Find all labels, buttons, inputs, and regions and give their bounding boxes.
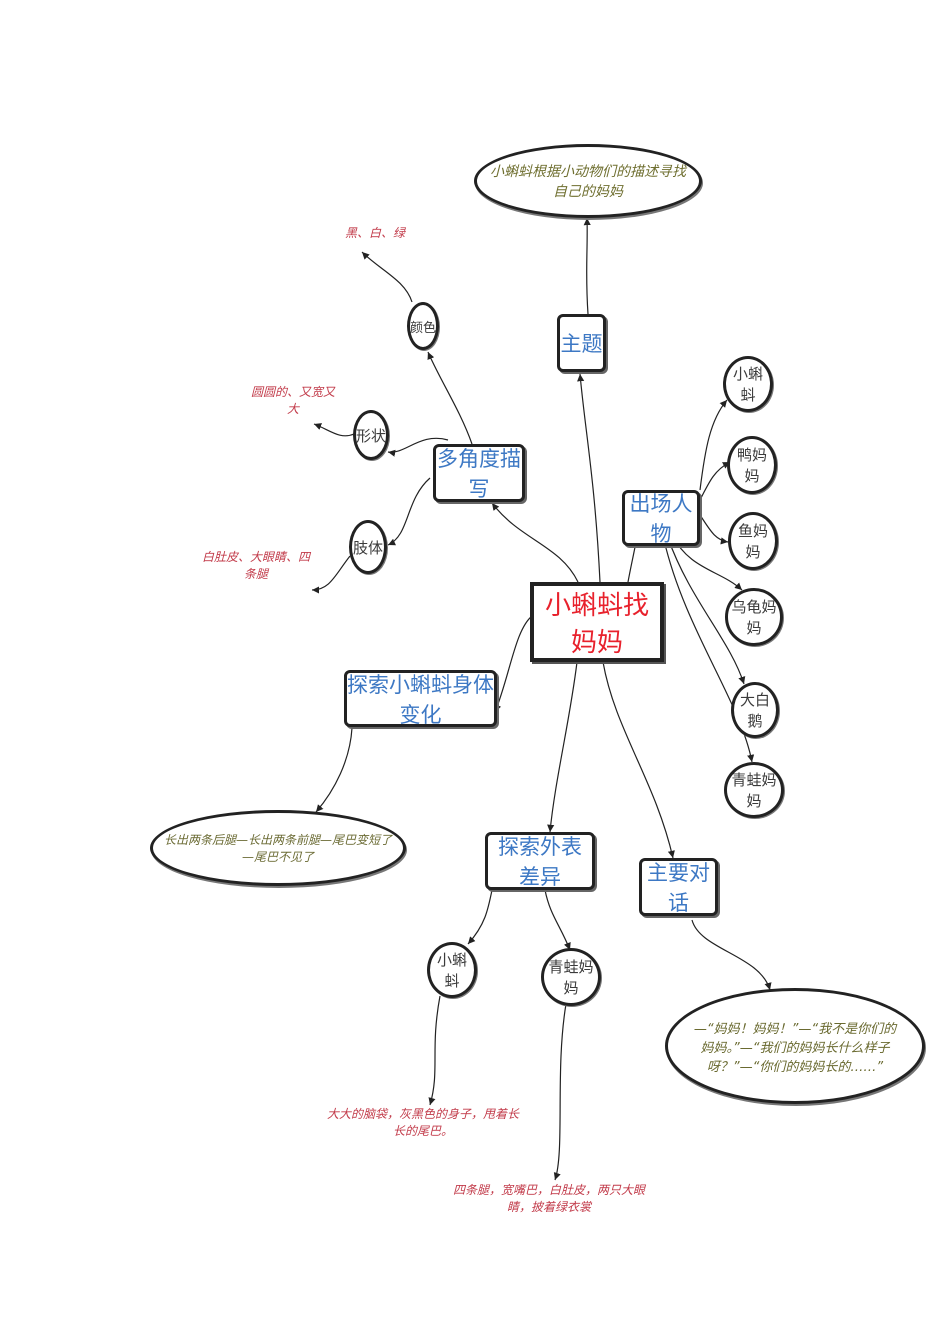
- branch-body-change[interactable]: 探索小蝌蚪身体变化: [344, 670, 497, 727]
- link-center-bodychange: [494, 615, 533, 713]
- link-char-3: [699, 514, 729, 545]
- link-frog-detail: [553, 1003, 567, 1181]
- link-center-dialogue: [602, 661, 675, 859]
- description-color[interactable]: 颜色: [407, 302, 439, 350]
- character-fish-mother[interactable]: 鱼妈妈: [728, 512, 778, 570]
- branch-characters[interactable]: 出场人物: [622, 490, 700, 546]
- branch-dialogue[interactable]: 主要对话: [639, 858, 718, 916]
- appearance-tadpole-detail: 大大的脑袋，灰黑色的身子，甩着长长的尾巴。: [325, 1102, 521, 1142]
- appearance-tadpole[interactable]: 小蝌蚪: [427, 942, 477, 998]
- dialogue-detail: —“妈妈！妈妈！”—“我不是你们的妈妈。”—“我们的妈妈长什么样子呀？”—“你们…: [665, 988, 925, 1104]
- link-appearance-tadpole: [467, 889, 493, 945]
- link-center-theme: [577, 373, 601, 583]
- link-bodychange-detail: [315, 727, 353, 813]
- center-node[interactable]: 小蝌蚪找妈妈: [530, 582, 664, 662]
- body-change-detail: 长出两条后腿—长出两条前腿—尾巴变短了—尾巴不见了: [150, 810, 406, 886]
- character-frog-mother[interactable]: 青蛙妈妈: [724, 762, 784, 818]
- link-tadpole-detail: [428, 995, 441, 1106]
- branch-appearance[interactable]: 探索外表差异: [485, 832, 595, 890]
- link-center-description: [491, 502, 579, 583]
- link-color-detail: [361, 251, 413, 303]
- theme-detail: 小蝌蚪根据小动物们的描述寻找自己的妈妈: [474, 144, 702, 218]
- description-limbs-detail: 白肚皮、大眼睛、四条腿: [202, 545, 310, 585]
- character-white-goose[interactable]: 大白鹅: [731, 682, 779, 738]
- link-char-1: [699, 399, 728, 491]
- link-char-6: [663, 539, 755, 763]
- character-turtle-mother[interactable]: 乌龟妈妈: [725, 588, 783, 646]
- description-color-detail: 黑、白、绿: [344, 212, 406, 252]
- branch-theme[interactable]: 主题: [557, 314, 606, 372]
- character-tadpole[interactable]: 小蝌蚪: [723, 356, 773, 412]
- appearance-frog-detail: 四条腿，宽嘴巴，白肚皮，两只大眼睛，披着绿衣裳: [442, 1178, 656, 1218]
- character-duck-mother[interactable]: 鸭妈妈: [727, 436, 777, 494]
- link-dialogue-detail: [691, 919, 772, 991]
- link-char-2: [699, 461, 731, 501]
- description-shape[interactable]: 形状: [353, 410, 389, 460]
- link-appearance-frog: [544, 889, 571, 951]
- link-center-appearance: [547, 661, 578, 833]
- description-limbs[interactable]: 肢体: [349, 520, 387, 574]
- link-desc-limbs: [387, 477, 431, 546]
- link-theme-detail: [583, 217, 591, 315]
- link-limbs-detail: [311, 555, 351, 594]
- link-char-5: [667, 537, 746, 685]
- link-desc-shape: [387, 437, 449, 457]
- link-desc-color: [427, 351, 473, 445]
- description-shape-detail: 圆圆的、又宽又大: [251, 380, 335, 420]
- appearance-frog[interactable]: 青蛙妈妈: [541, 948, 601, 1006]
- branch-description[interactable]: 多角度描写: [433, 444, 525, 502]
- link-shape-detail: [313, 423, 355, 437]
